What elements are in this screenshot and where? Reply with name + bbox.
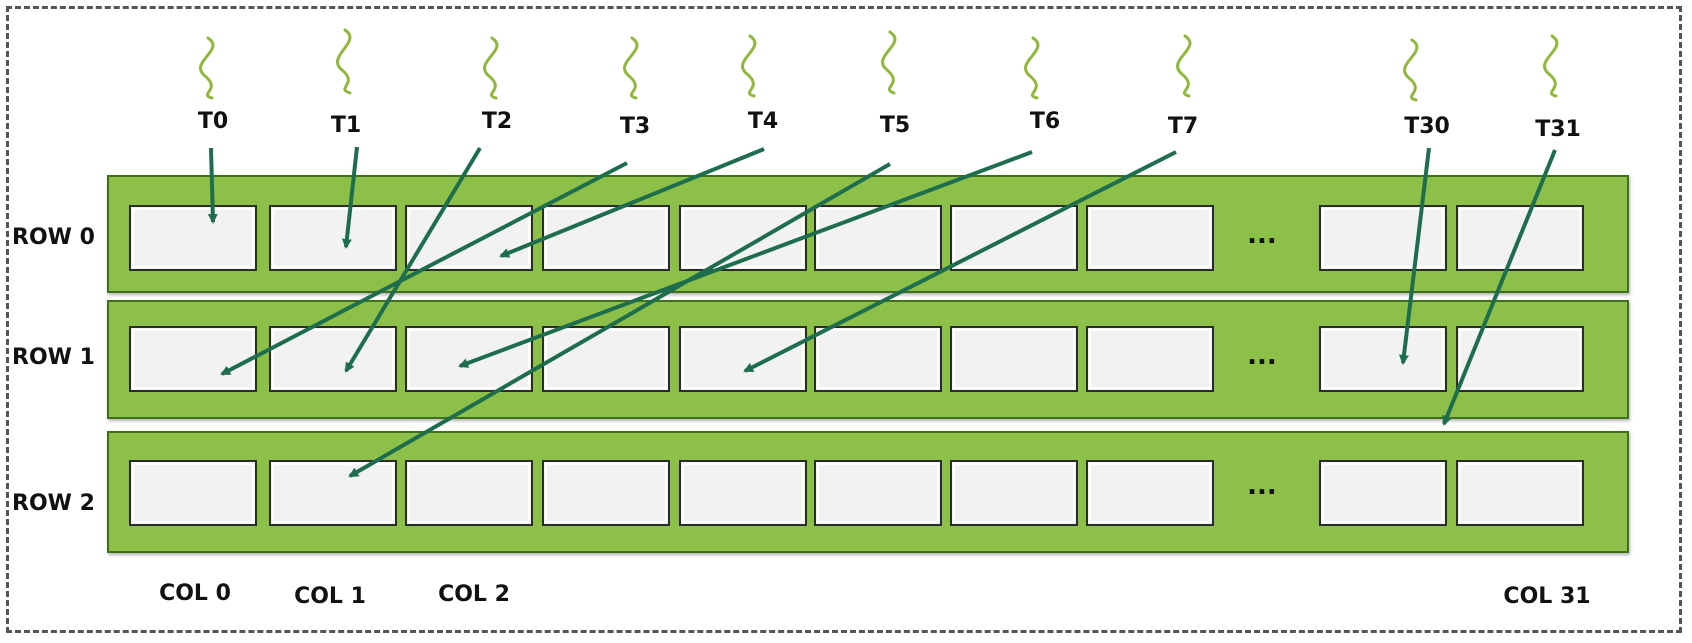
thread-label-t31: T31 bbox=[1535, 117, 1581, 142]
cell-row-0-col-1 bbox=[269, 205, 397, 271]
cell-row-0-col-3 bbox=[542, 205, 670, 271]
cell-row-2-col-6 bbox=[950, 460, 1078, 526]
diagram-frame bbox=[6, 6, 1682, 633]
cell-row-0-col-30 bbox=[1319, 205, 1447, 271]
thread-squiggle-t31 bbox=[1543, 34, 1559, 98]
cell-row-1-col-31 bbox=[1456, 326, 1584, 392]
thread-squiggle-t7 bbox=[1176, 34, 1192, 98]
thread-label-t30: T30 bbox=[1404, 114, 1450, 139]
thread-label-t2: T2 bbox=[482, 109, 512, 134]
access-arrow-t2 bbox=[344, 146, 482, 373]
cell-highlight-row-1-col-4 bbox=[682, 329, 804, 389]
access-arrow-t6 bbox=[458, 150, 1033, 368]
thread-label-t1: T1 bbox=[331, 113, 361, 138]
cell-row-1-col-30 bbox=[1319, 326, 1447, 392]
cell-highlight-row-0-col-7 bbox=[1089, 208, 1211, 268]
cell-highlight-row-2-col-5 bbox=[817, 463, 939, 523]
cell-highlight-row-1-col-30 bbox=[1322, 329, 1444, 389]
row-2-ellipsis: ... bbox=[1247, 471, 1277, 501]
cell-highlight-row-1-col-1 bbox=[272, 329, 394, 389]
cell-highlight-row-2-col-6 bbox=[953, 463, 1075, 523]
access-arrow-t0 bbox=[207, 147, 218, 224]
col-label-0: COL 0 bbox=[159, 581, 231, 606]
cell-row-0-col-5 bbox=[814, 205, 942, 271]
cell-row-0-col-7 bbox=[1086, 205, 1214, 271]
cell-highlight-row-2-col-2 bbox=[408, 463, 530, 523]
cell-highlight-row-0-col-0 bbox=[132, 208, 254, 268]
cell-row-2-col-30 bbox=[1319, 460, 1447, 526]
col-label-2: COL 2 bbox=[438, 582, 510, 607]
cell-highlight-row-2-col-31 bbox=[1459, 463, 1581, 523]
cell-row-1-col-1 bbox=[269, 326, 397, 392]
cell-highlight-row-2-col-3 bbox=[545, 463, 667, 523]
cell-highlight-row-0-col-2 bbox=[408, 208, 530, 268]
access-arrow-t30 bbox=[1398, 147, 1431, 365]
thread-squiggle-t1 bbox=[336, 28, 352, 95]
row-label-2: ROW 2 bbox=[12, 491, 95, 516]
thread-label-t3: T3 bbox=[620, 114, 650, 139]
thread-squiggle-t2 bbox=[483, 36, 499, 100]
row-label-1: ROW 1 bbox=[12, 345, 95, 370]
thread-label-t0: T0 bbox=[198, 109, 228, 134]
thread-squiggle-t0 bbox=[199, 36, 215, 100]
cell-highlight-row-0-col-31 bbox=[1459, 208, 1581, 268]
cell-highlight-row-2-col-7 bbox=[1089, 463, 1211, 523]
thread-squiggle-t6 bbox=[1024, 36, 1040, 100]
col-label-31: COL 31 bbox=[1503, 584, 1590, 609]
cell-highlight-row-2-col-4 bbox=[682, 463, 804, 523]
cell-highlight-row-0-col-6 bbox=[953, 208, 1075, 268]
thread-squiggle-t4 bbox=[741, 34, 757, 98]
row-1-ellipsis: ... bbox=[1247, 341, 1277, 371]
cell-row-2-col-7 bbox=[1086, 460, 1214, 526]
access-arrow-t3 bbox=[220, 161, 628, 376]
thread-label-t5: T5 bbox=[880, 113, 910, 138]
cell-row-0-col-0 bbox=[129, 205, 257, 271]
access-arrow-t7 bbox=[743, 150, 1177, 373]
access-arrow-t4 bbox=[499, 147, 765, 258]
cell-row-1-col-5 bbox=[814, 326, 942, 392]
cell-row-1-col-0 bbox=[129, 326, 257, 392]
cell-row-2-col-31 bbox=[1456, 460, 1584, 526]
cell-row-2-col-4 bbox=[679, 460, 807, 526]
cell-row-0-col-6 bbox=[950, 205, 1078, 271]
cell-highlight-row-1-col-31 bbox=[1459, 329, 1581, 389]
cell-row-2-col-0 bbox=[129, 460, 257, 526]
cell-highlight-row-1-col-6 bbox=[953, 329, 1075, 389]
cell-row-2-col-5 bbox=[814, 460, 942, 526]
thread-squiggle-t30 bbox=[1403, 38, 1419, 102]
cell-highlight-row-2-col-1 bbox=[272, 463, 394, 523]
cell-row-1-col-3 bbox=[542, 326, 670, 392]
cell-highlight-row-1-col-5 bbox=[817, 329, 939, 389]
cell-row-1-col-6 bbox=[950, 326, 1078, 392]
cell-highlight-row-0-col-30 bbox=[1322, 208, 1444, 268]
thread-label-t4: T4 bbox=[748, 109, 778, 134]
cell-highlight-row-1-col-2 bbox=[408, 329, 530, 389]
access-arrow-t31 bbox=[1442, 149, 1557, 426]
thread-label-t7: T7 bbox=[1168, 114, 1198, 139]
cell-highlight-row-1-col-7 bbox=[1089, 329, 1211, 389]
cell-row-2-col-2 bbox=[405, 460, 533, 526]
thread-squiggle-t5 bbox=[881, 30, 897, 95]
cell-row-1-col-4 bbox=[679, 326, 807, 392]
cell-highlight-row-2-col-0 bbox=[132, 463, 254, 523]
thread-label-t6: T6 bbox=[1030, 109, 1060, 134]
access-arrow-t1 bbox=[341, 146, 359, 249]
cell-highlight-row-2-col-30 bbox=[1322, 463, 1444, 523]
cell-highlight-row-0-col-1 bbox=[272, 208, 394, 268]
cell-row-1-col-7 bbox=[1086, 326, 1214, 392]
row-label-0: ROW 0 bbox=[12, 225, 95, 250]
cell-row-2-col-1 bbox=[269, 460, 397, 526]
thread-squiggle-t3 bbox=[623, 36, 639, 100]
cell-row-2-col-3 bbox=[542, 460, 670, 526]
col-label-1: COL 1 bbox=[294, 584, 366, 609]
row-0-ellipsis: ... bbox=[1247, 220, 1277, 250]
access-arrow-t5 bbox=[348, 162, 892, 478]
